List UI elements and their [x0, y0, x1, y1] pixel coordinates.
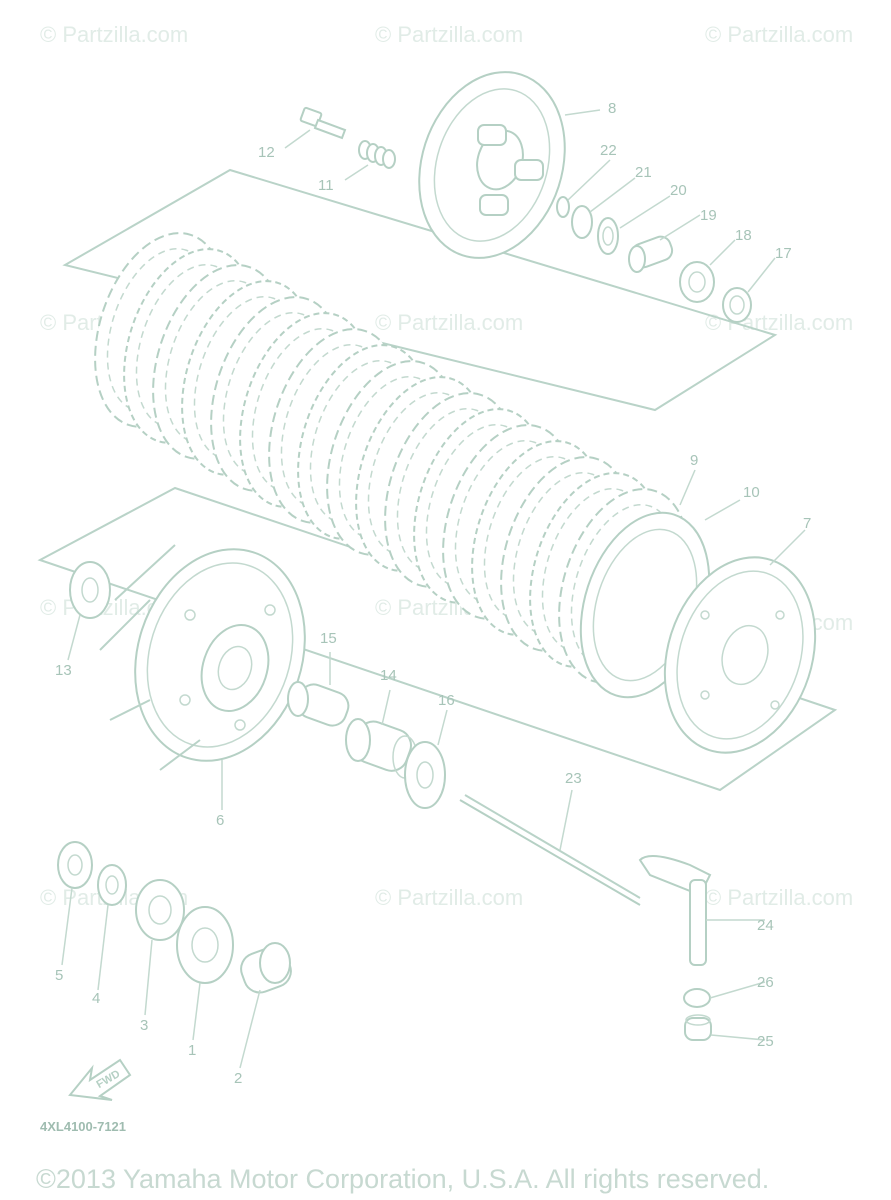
callout-26: 26	[757, 974, 774, 991]
watermark: © Partzilla.com	[40, 22, 188, 47]
thrust-washer-hole	[81, 577, 99, 603]
callout-18: 18	[735, 227, 752, 244]
spring	[358, 140, 396, 169]
plate-group-frame	[62, 168, 778, 412]
watermark: © Partzilla.com	[375, 885, 523, 910]
callout-12: 12	[258, 144, 275, 161]
hub-group-frame	[37, 486, 838, 792]
callout-11: 11	[318, 177, 334, 194]
callout-8: 8	[608, 100, 616, 117]
clutch-housing	[99, 544, 306, 771]
bushing	[684, 1014, 712, 1041]
callout-15: 15	[320, 630, 337, 647]
washer	[404, 741, 446, 809]
leader-lines	[61, 109, 806, 1069]
callout-21: 21	[635, 164, 652, 181]
plain-washer-hole	[105, 875, 119, 895]
pressure-plate	[418, 71, 566, 259]
callout-7: 7	[803, 515, 811, 532]
oil-seal	[683, 988, 711, 1008]
watermark: © Partzilla.com	[705, 885, 853, 910]
push-rod	[459, 799, 641, 906]
callout-25: 25	[757, 1033, 774, 1050]
callout-9: 9	[690, 452, 698, 469]
callout-16: 16	[438, 692, 455, 709]
callout-numbers: 1 2 3 4 5 6 7 8 9 10 11 12 13 14 15 16 1…	[55, 100, 811, 1087]
callout-23: 23	[565, 770, 582, 787]
needle-bearing	[287, 681, 350, 727]
circlip-washer	[57, 841, 93, 889]
forward-arrow: FWD	[68, 1058, 132, 1101]
callout-10: 10	[743, 484, 760, 501]
callout-14: 14	[380, 667, 397, 684]
callout-5: 5	[55, 967, 63, 984]
drive-gear	[176, 906, 234, 984]
spacer	[345, 718, 418, 779]
plain-washer	[97, 864, 127, 906]
callout-22: 22	[600, 142, 617, 159]
callout-2: 2	[234, 1070, 242, 1087]
push-lever-shaft	[638, 855, 712, 966]
callout-3: 3	[140, 1017, 148, 1034]
primary-drive-gear	[135, 879, 185, 941]
callout-19: 19	[700, 207, 717, 224]
watermark: © Partzilla.com	[705, 22, 853, 47]
callout-1: 1	[188, 1042, 196, 1059]
part-code: 4XL4100-7121	[40, 1119, 126, 1134]
washer-hole	[416, 761, 434, 789]
callout-24: 24	[757, 917, 774, 934]
clutch-boss	[663, 556, 817, 754]
callout-17: 17	[775, 245, 792, 262]
watermark: © Partzilla.com	[375, 310, 523, 335]
collar	[240, 942, 292, 994]
copyright: ©2013 Yamaha Motor Corporation, U.S.A. A…	[36, 1164, 769, 1194]
watermark: © Partzilla.com	[375, 22, 523, 47]
push-rod-edge	[464, 794, 641, 899]
callout-4: 4	[92, 990, 100, 1007]
bolt	[299, 106, 347, 140]
callout-13: 13	[55, 662, 72, 679]
circlip-washer-hole	[67, 854, 83, 876]
release-stack	[556, 196, 752, 323]
callout-6: 6	[216, 812, 224, 829]
thrust-washer	[69, 561, 111, 619]
callout-20: 20	[670, 182, 687, 199]
